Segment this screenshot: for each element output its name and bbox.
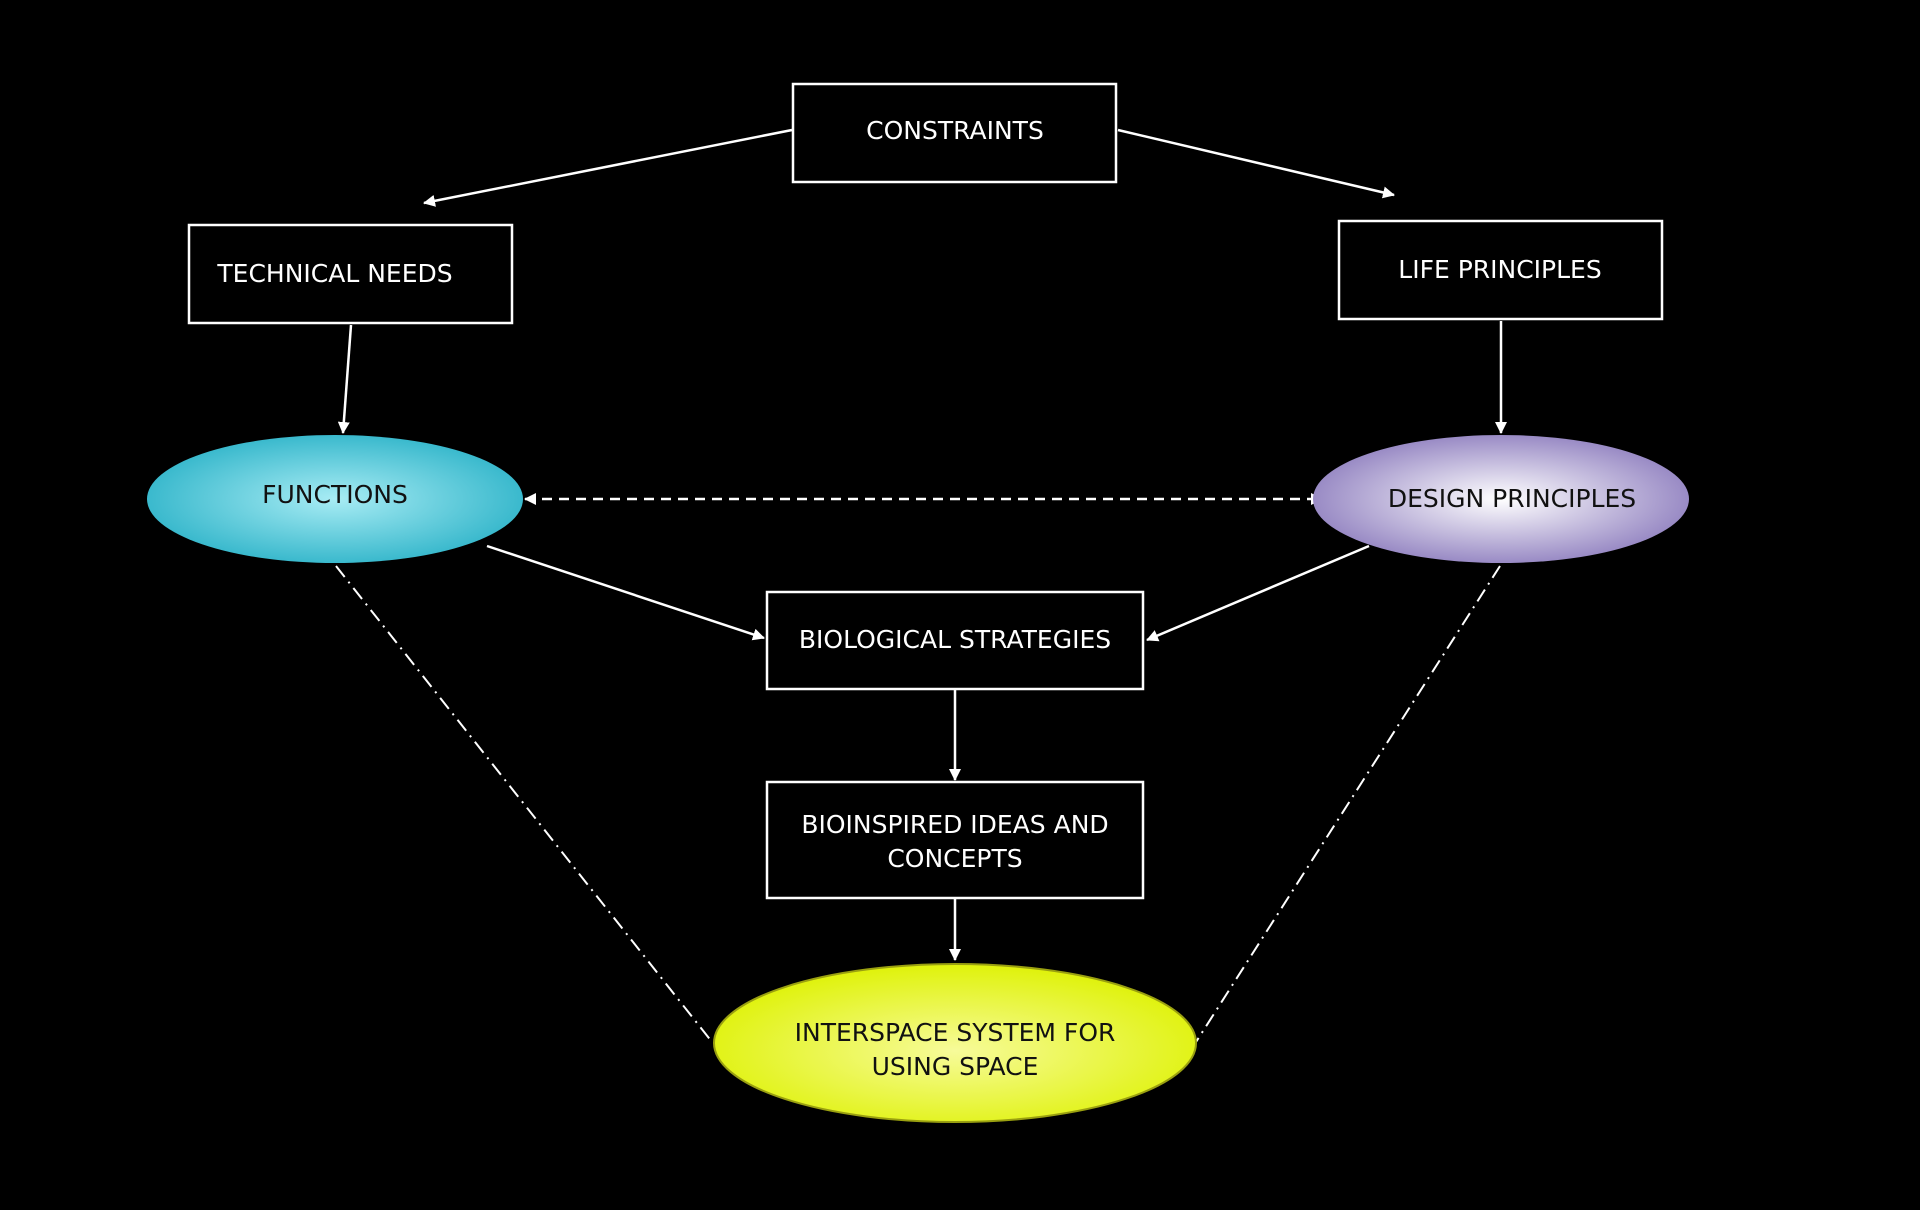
bioinspired-ideas-label-line1: BIOINSPIRED IDEAS AND <box>801 810 1108 839</box>
design-principles-label: DESIGN PRINCIPLES <box>1388 484 1636 513</box>
bioinspired-ideas-node: BIOINSPIRED IDEAS AND CONCEPTS <box>765 780 1145 900</box>
bioinspired-ideas-label-line2: CONCEPTS <box>887 844 1022 873</box>
interspace-system-node: INTERSPACE SYSTEM FOR USING SPACE <box>713 963 1197 1123</box>
arrow-functions-to-biological-strategies <box>486 544 765 641</box>
interspace-label-line1: INTERSPACE SYSTEM FOR <box>795 1018 1116 1047</box>
biological-strategies-label: BIOLOGICAL STRATEGIES <box>799 625 1111 654</box>
technical-needs-node: TECHNICAL NEEDS <box>187 223 514 325</box>
dashdot-line-design-principles-to-interspace <box>1195 565 1501 1043</box>
functions-node: FUNCTIONS <box>147 435 523 563</box>
arrow-constraints-to-life-principles <box>1117 128 1395 199</box>
life-principles-label: LIFE PRINCIPLES <box>1398 255 1601 284</box>
arrow-design-principles-to-biological-strategies <box>1146 544 1370 642</box>
technical-needs-label: TECHNICAL NEEDS <box>216 259 452 288</box>
constraints-node: CONSTRAINTS <box>791 82 1118 184</box>
interspace-label-line2: USING SPACE <box>872 1052 1039 1081</box>
functions-label: FUNCTIONS <box>262 480 408 509</box>
life-principles-node: LIFE PRINCIPLES <box>1337 219 1664 321</box>
arrow-constraints-to-technical-needs <box>423 128 793 207</box>
biological-strategies-node: BIOLOGICAL STRATEGIES <box>765 590 1145 691</box>
constraints-label: CONSTRAINTS <box>866 116 1044 145</box>
dashdot-line-functions-to-interspace <box>335 565 713 1043</box>
design-principles-node: DESIGN PRINCIPLES <box>1313 435 1689 563</box>
arrow-technical-needs-to-functions <box>337 324 353 434</box>
